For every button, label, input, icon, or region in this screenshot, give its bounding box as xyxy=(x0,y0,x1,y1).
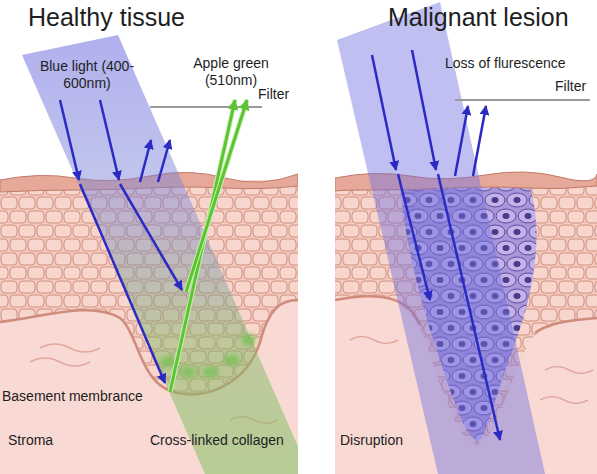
part-label: Filter xyxy=(258,86,289,103)
malignant-tissue xyxy=(335,2,597,474)
part-label: Loss of flurescence xyxy=(445,55,566,72)
part-label: Filter xyxy=(555,78,586,95)
light-rays xyxy=(60,100,247,392)
part-label: Cross-linked collagen xyxy=(150,432,284,449)
part-label: Basement membrance xyxy=(2,388,143,405)
light-rays xyxy=(372,50,500,440)
filter-line xyxy=(455,99,590,101)
panel-title: Healthy tissue xyxy=(28,2,185,32)
part-label: Stroma xyxy=(8,432,53,449)
part-label: Blue light (400-600nm) xyxy=(33,58,141,92)
panel-title: Malignant lesion xyxy=(388,2,569,32)
part-label: Apple green (510nm) xyxy=(185,55,277,89)
part-label: Disruption xyxy=(340,432,403,449)
healthy-tissue xyxy=(0,35,298,474)
